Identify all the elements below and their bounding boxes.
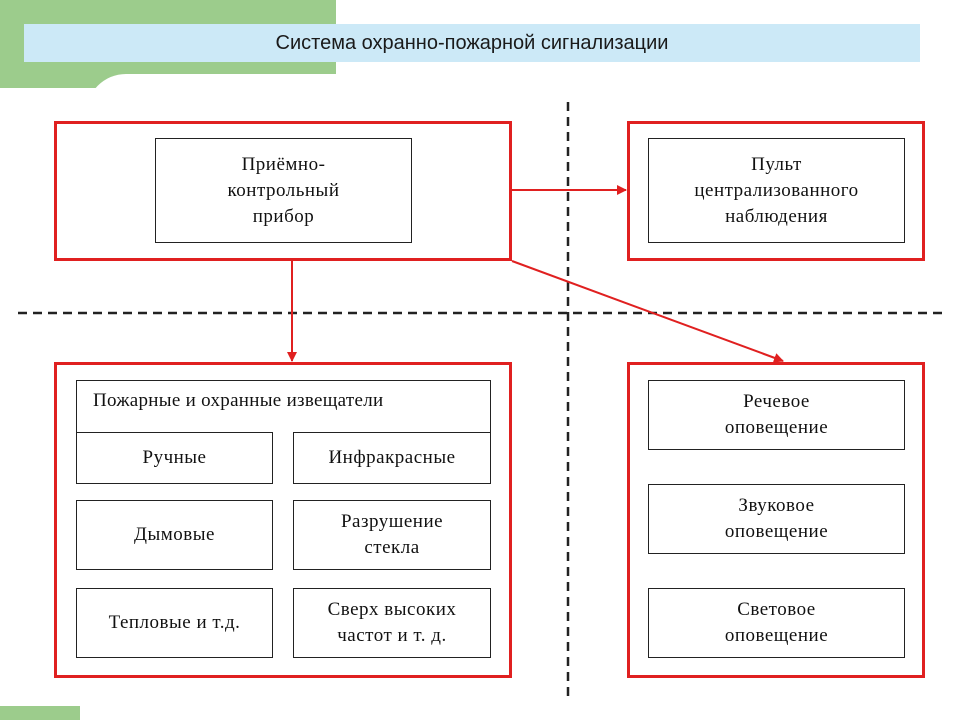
alert-sound-label: Звуковое оповещение [724, 495, 829, 542]
page-title: Система охранно-пожарной сигнализации [275, 32, 669, 54]
detector-infrared-box: Инфракрасные [293, 432, 491, 484]
title-bar: Система охранно-пожарной сигнализации [24, 24, 920, 62]
detector-glass-break-label: Разрушение стекла [340, 511, 444, 558]
detector-infrared-label: Инфракрасные [328, 447, 456, 468]
detector-smoke-box: Дымовые [76, 500, 273, 570]
detector-manual-box: Ручные [76, 432, 273, 484]
alert-sound-box: Звуковое оповещение [648, 484, 905, 554]
decorative-green-strip [0, 706, 80, 720]
detector-microwave-box: Сверх высоких частот и т. д. [293, 588, 491, 658]
monitoring-console-box: Пульт централизованного наблюдения [648, 138, 905, 243]
arrow-to-alerts [511, 260, 784, 363]
detector-smoke-label: Дымовые [134, 524, 215, 545]
monitoring-console-label: Пульт централизованного наблюдения [694, 153, 859, 227]
control-panel-label: Приёмно- контрольный прибор [227, 153, 340, 227]
detectors-title: Пожарные и охранные извещатели [93, 390, 384, 411]
detector-manual-label: Ручные [142, 447, 207, 468]
control-panel-box: Приёмно- контрольный прибор [155, 138, 412, 243]
alert-light-label: Световое оповещение [724, 599, 829, 646]
alert-voice-box: Речевое оповещение [648, 380, 905, 450]
alert-voice-label: Речевое оповещение [724, 391, 829, 438]
detectors-header-box: Пожарные и охранные извещатели [76, 380, 491, 432]
detector-thermal-box: Тепловые и т.д. [76, 588, 273, 658]
detector-thermal-label: Тепловые и т.д. [108, 612, 241, 633]
detector-microwave-label: Сверх высоких частот и т. д. [327, 599, 457, 646]
detector-glass-break-box: Разрушение стекла [293, 500, 491, 570]
alert-light-box: Световое оповещение [648, 588, 905, 658]
